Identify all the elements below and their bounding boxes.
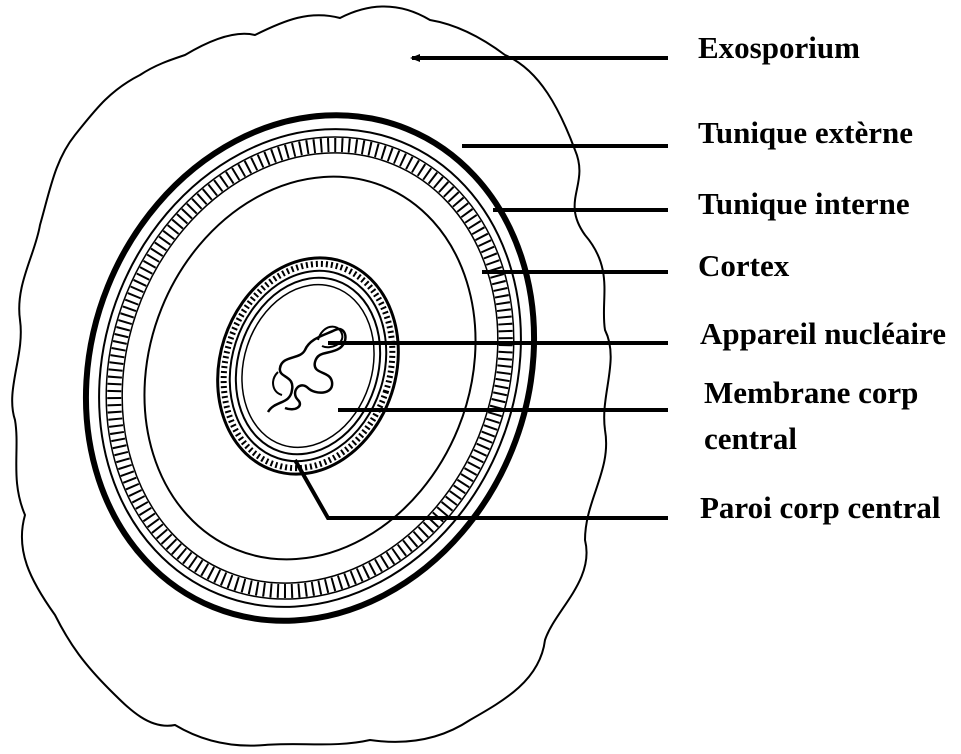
- leader-arrow-exosporium: [410, 54, 420, 62]
- tunique-interne-hatching: [48, 85, 571, 650]
- label-paroi: Paroi corp central: [700, 490, 941, 525]
- tunique-externe-inner-line: [29, 65, 592, 671]
- label-tunique-externe: Tunique extèrne: [698, 115, 913, 150]
- label-tunique-interne: Tunique interne: [698, 186, 910, 221]
- appareil-nucleaire-curl: [273, 372, 282, 395]
- tunique-interne-inner-line: [59, 96, 561, 640]
- label-membrane-line1: Membrane corp: [704, 375, 918, 410]
- label-membrane-line2: central: [704, 421, 797, 456]
- label-appareil-nucleaire: Appareil nucléaire: [700, 316, 946, 351]
- label-cortex: Cortex: [698, 248, 790, 283]
- tunique-interne-outer-line: [38, 75, 582, 661]
- label-exosporium: Exosporium: [698, 30, 860, 65]
